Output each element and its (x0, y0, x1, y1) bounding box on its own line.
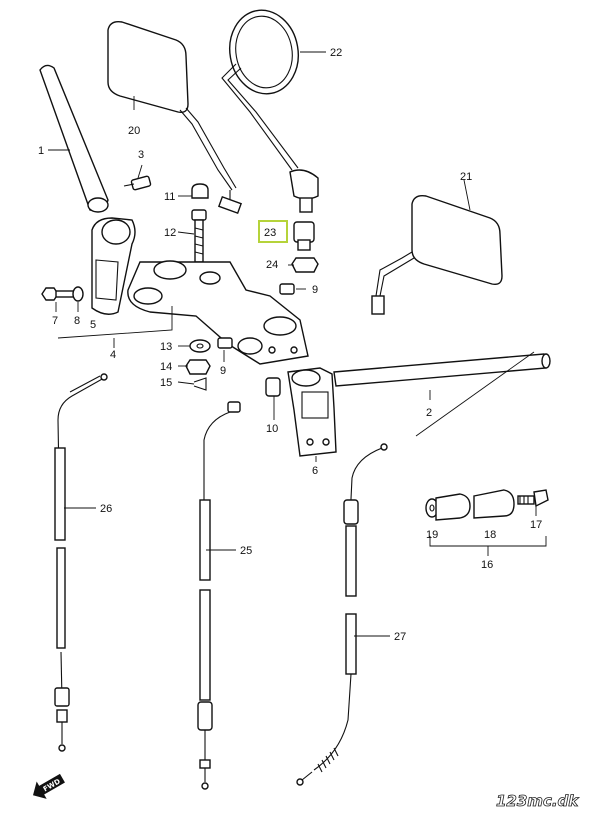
callout-8[interactable]: 8 (74, 315, 80, 327)
part-27-return-cable[interactable] (296, 443, 388, 786)
callout-19[interactable]: 19 (426, 529, 438, 541)
part-1-grip-tube[interactable] (39, 64, 109, 213)
part-26-clutch-cable[interactable] (54, 373, 108, 752)
part-2-handlebar[interactable] (333, 353, 551, 387)
callout-9b[interactable]: 9 (220, 365, 226, 377)
part-25-throttle-cable[interactable] (197, 401, 241, 790)
callout-labels: 1 2 3 4 5 6 7 8 9 9 10 11 12 13 14 15 16… (38, 47, 542, 643)
callout-5[interactable]: 5 (90, 319, 96, 331)
part-21-right-mirror[interactable] (371, 194, 503, 315)
callout-10[interactable]: 10 (266, 423, 278, 435)
callout-25[interactable]: 25 (240, 545, 252, 557)
part-9-cushion-lower[interactable] (217, 337, 233, 349)
part-17-bolt[interactable] (517, 489, 549, 508)
part-5-left-holder[interactable] (91, 217, 136, 315)
fwd-label: FWD (42, 777, 62, 793)
part-7-bolt[interactable] (41, 287, 77, 301)
part-22-round-mirror[interactable] (221, 5, 319, 213)
highlight-box-23 (258, 220, 288, 243)
part-12-bolt[interactable] (191, 209, 207, 263)
part-9-cushion-upper[interactable] (279, 283, 295, 295)
callout-3[interactable]: 3 (138, 149, 144, 161)
callout-18[interactable]: 18 (484, 529, 496, 541)
part-20-left-mirror[interactable] (107, 20, 243, 215)
callout-17[interactable]: 17 (530, 519, 542, 531)
callout-11[interactable]: 11 (164, 191, 175, 203)
watermark: 123mc.dk (496, 792, 579, 810)
callout-27[interactable]: 27 (394, 631, 406, 643)
callout-1[interactable]: 1 (38, 145, 44, 157)
part-18-bar-end-cap[interactable] (473, 489, 515, 519)
forward-direction-badge: FWD (33, 773, 65, 799)
part-15-clip[interactable] (193, 377, 207, 391)
part-8-washer[interactable] (72, 286, 84, 302)
callout-14[interactable]: 14 (160, 361, 172, 373)
part-6-right-holder[interactable] (287, 367, 337, 457)
callout-16[interactable]: 16 (481, 559, 493, 571)
callout-15[interactable]: 15 (160, 377, 172, 389)
part-3-screw[interactable] (123, 175, 152, 191)
callout-6[interactable]: 6 (312, 465, 318, 477)
callout-26[interactable]: 26 (100, 503, 112, 515)
callout-7[interactable]: 7 (52, 315, 58, 327)
callout-2[interactable]: 2 (426, 407, 432, 419)
leader-lines (48, 51, 547, 637)
callout-21[interactable]: 21 (460, 171, 472, 183)
callout-22[interactable]: 22 (330, 47, 342, 59)
part-18-bar-end-weight[interactable] (435, 493, 471, 521)
callout-9a[interactable]: 9 (312, 284, 318, 296)
part-11-cap[interactable] (191, 183, 209, 199)
part-4-upper-bracket[interactable] (127, 260, 309, 365)
part-10-knob[interactable] (265, 377, 281, 397)
part-24-nut[interactable] (291, 257, 319, 273)
part-19-washer[interactable] (425, 498, 439, 518)
part-13-washer[interactable] (189, 339, 211, 353)
part-23-cap-nut[interactable] (293, 221, 315, 251)
callout-23[interactable]: 23 (264, 227, 276, 239)
callout-4[interactable]: 4 (110, 349, 116, 361)
part-14-nut[interactable] (185, 359, 211, 375)
callout-24[interactable]: 24 (266, 259, 278, 271)
callout-13[interactable]: 13 (160, 341, 172, 353)
callout-20[interactable]: 20 (128, 125, 140, 137)
callout-12[interactable]: 12 (164, 227, 176, 239)
